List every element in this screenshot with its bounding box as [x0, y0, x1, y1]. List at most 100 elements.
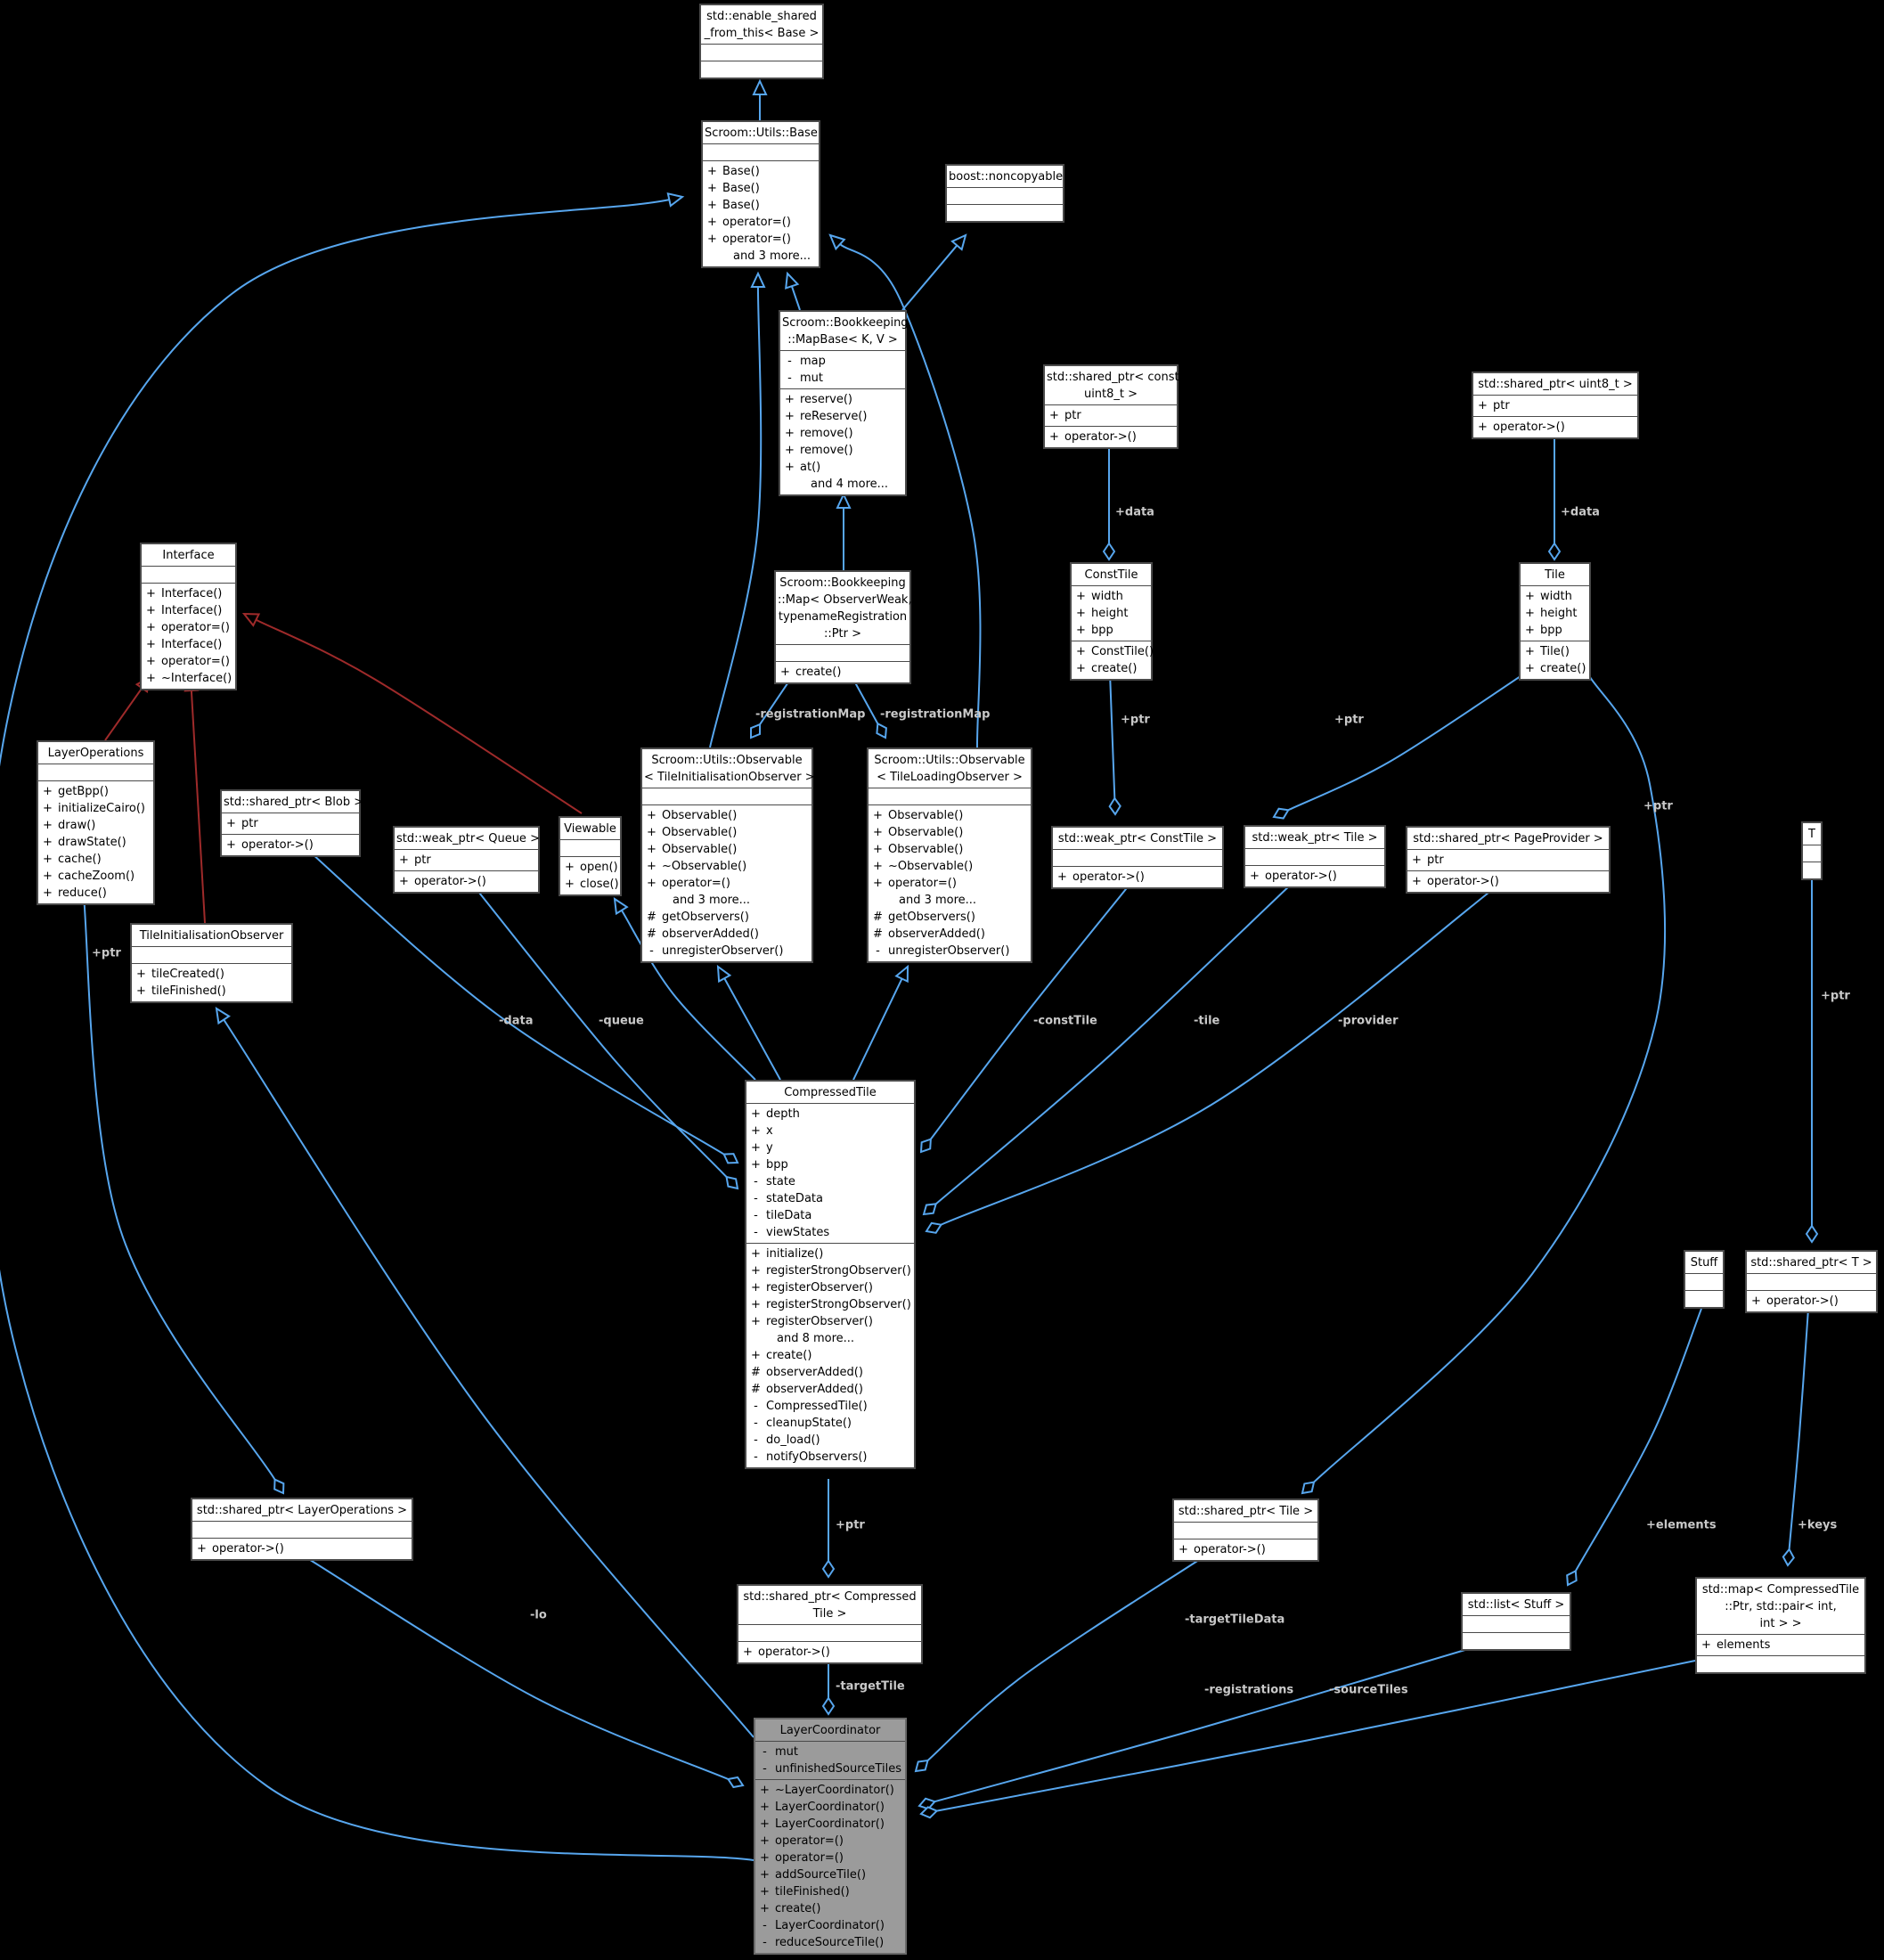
member-name: ptr — [1064, 409, 1081, 422]
class-node-shared-ptr-layeroperations[interactable]: std::shared_ptr< LayerOperations >+opera… — [191, 1498, 413, 1561]
class-node-boost-noncopyable[interactable]: boost::noncopyable — [945, 164, 1064, 223]
method-row: +Observable() — [869, 841, 1031, 858]
class-node-scroom-utils-base[interactable]: Scroom::Utils::Base+Base()+Base()+Base()… — [701, 120, 820, 268]
class-node-shared-ptr-uint8[interactable]: std::shared_ptr< uint8_t >+ptr+operator-… — [1472, 372, 1639, 439]
member-name: getBpp() — [58, 785, 109, 798]
member-name: tileFinished() — [151, 984, 226, 998]
aggregation-diamond-icon — [922, 1203, 938, 1216]
edge-observable-load-to-base — [839, 243, 982, 748]
class-node-interface[interactable]: Interface+Interface()+Interface()+operat… — [140, 543, 237, 690]
member-name: Interface() — [161, 604, 223, 617]
class-node-t-param[interactable]: T — [1801, 821, 1823, 880]
class-node-weak-ptr-tile[interactable]: std::weak_ptr< Tile >+operator->() — [1244, 825, 1386, 888]
class-node-weak-ptr-queue[interactable]: std::weak_ptr< Queue >+ptr+operator->() — [393, 826, 540, 894]
class-node-shared-ptr-pageprovider[interactable]: std::shared_ptr< PageProvider >+ptr+oper… — [1406, 826, 1611, 894]
class-title-line: std::shared_ptr< const — [1047, 371, 1179, 384]
class-node-shared-ptr-t[interactable]: std::shared_ptr< T >+operator->() — [1745, 1250, 1878, 1313]
edge-label-layeroperations-to-sharedptr: +ptr — [92, 946, 121, 960]
member-name: LayerCoordinator() — [775, 1817, 885, 1831]
attribute-row: -viewStates — [746, 1224, 914, 1241]
edge-queue-to-compressedtile — [471, 883, 728, 1178]
attribute-row: +x — [746, 1123, 914, 1139]
method-row: +operator=() — [642, 875, 812, 892]
member-name: operator=() — [722, 216, 791, 229]
class-node-map-compressedtile-pair[interactable]: std::map< CompressedTile::Ptr, std::pair… — [1695, 1577, 1866, 1674]
class-node-shared-ptr-tile[interactable]: std::shared_ptr< Tile >+operator->() — [1172, 1499, 1319, 1562]
edge-mapbase-to-noncopyable — [901, 244, 958, 311]
attribute-row: +ptr — [1045, 407, 1177, 424]
class-node-layercoordinator[interactable]: LayerCoordinator-mut-unfinishedSourceTil… — [754, 1718, 907, 1955]
class-title-line: ::Ptr > — [823, 627, 862, 641]
class-title-shared-ptr-pageprovider: std::shared_ptr< PageProvider > — [1407, 828, 1609, 850]
class-node-bookkeeping-map-observerweak[interactable]: Scroom::Bookkeeping::Map< ObserverWeak,t… — [774, 570, 912, 684]
visibility-prefix: + — [751, 1315, 761, 1328]
class-node-observable-tileinitialisationobserver[interactable]: Scroom::Utils::Observable< TileInitialis… — [640, 747, 815, 963]
visibility-prefix: + — [707, 233, 717, 246]
visibility-prefix: + — [43, 870, 53, 883]
methods-section: +operator->() — [1045, 427, 1177, 447]
method-row: +registerStrongObserver() — [746, 1296, 914, 1313]
attribute-row: -map — [780, 353, 905, 370]
visibility-prefix: - — [787, 372, 792, 385]
edge-label-consttile-to-weakptr: +ptr — [1121, 713, 1150, 727]
visibility-prefix: + — [43, 785, 53, 798]
member-name: operator=() — [662, 877, 730, 890]
member-name: Base() — [722, 165, 760, 178]
class-node-compressedtile[interactable]: CompressedTile+depth+x+y+bpp-state-state… — [745, 1080, 916, 1469]
class-title-line: Interface — [162, 549, 215, 562]
class-node-consttile[interactable]: ConstTile+width+height+bpp+ConstTile()+c… — [1070, 562, 1154, 681]
methods-section: +operator->() — [738, 1642, 921, 1662]
member-name: bpp — [1540, 624, 1562, 637]
visibility-prefix: + — [785, 393, 795, 406]
attributes-section — [1245, 849, 1384, 866]
member-name: remove() — [800, 444, 853, 457]
member-name: reReserve() — [800, 410, 868, 423]
method-row: +draw() — [38, 817, 153, 834]
class-title-line: Scroom::Utils::Base — [705, 127, 818, 140]
class-node-bookkeeping-mapbase[interactable]: Scroom::Bookkeeping::MapBase< K, V >-map… — [779, 310, 909, 496]
method-row: +Observable() — [642, 824, 812, 841]
method-row: +cache() — [38, 851, 153, 868]
class-node-stuff[interactable]: Stuff — [1684, 1250, 1725, 1309]
method-row: +operator->() — [1245, 868, 1384, 885]
method-row: and 4 more... — [811, 478, 889, 491]
methods-section — [701, 61, 822, 78]
methods-section: +operator->() — [1407, 871, 1609, 892]
class-title-map-compressedtile-pair: std::map< CompressedTile::Ptr, std::pair… — [1697, 1579, 1864, 1635]
class-node-weak-ptr-consttile[interactable]: std::weak_ptr< ConstTile >+operator->() — [1051, 826, 1224, 889]
edge-viewable-to-interface — [255, 618, 583, 814]
class-node-enable-shared-from-this[interactable]: std::enable_shared_from_this< Base > — [699, 4, 824, 79]
member-name: operator->() — [758, 1646, 830, 1659]
class-node-tile[interactable]: Tile+width+height+bpp+Tile()+create() — [1519, 562, 1591, 681]
visibility-prefix: + — [1525, 662, 1535, 675]
visibility-prefix: - — [754, 1192, 758, 1205]
class-node-layeroperations[interactable]: LayerOperations+getBpp()+initializeCairo… — [37, 740, 155, 905]
class-title-line: std::shared_ptr< LayerOperations > — [196, 1504, 408, 1517]
visibility-prefix: + — [1076, 590, 1086, 603]
attributes-section: -mut-unfinishedSourceTiles — [755, 1742, 905, 1780]
member-name: operator=() — [161, 655, 230, 668]
class-node-tileinitialisationobserver[interactable]: TileInitialisationObserver+tileCreated()… — [130, 923, 293, 1003]
edge-consttile-to-weakptr — [1109, 672, 1116, 799]
method-row: +~Observable() — [642, 858, 812, 875]
aggregation-diamond-icon — [821, 1696, 836, 1716]
class-node-list-stuff[interactable]: std::list< Stuff > — [1461, 1592, 1571, 1651]
visibility-prefix: + — [760, 1801, 770, 1814]
class-node-viewable[interactable]: Viewable+open()+close() — [559, 816, 622, 896]
visibility-prefix: + — [1076, 607, 1086, 620]
member-name: Tile() — [1540, 645, 1570, 658]
visibility-prefix: + — [136, 968, 146, 981]
inheritance-arrow-icon — [716, 964, 732, 984]
method-row: and 3 more... — [899, 894, 977, 907]
class-title-scroom-utils-base: Scroom::Utils::Base — [703, 122, 819, 144]
attributes-section — [642, 788, 812, 805]
class-node-shared-ptr-blob[interactable]: std::shared_ptr< Blob >+ptr+operator->() — [220, 789, 363, 857]
member-name: Interface() — [161, 638, 223, 651]
class-node-observable-tileloadingobserver[interactable]: Scroom::Utils::Observable< TileLoadingOb… — [867, 747, 1032, 963]
edge-sharedptr-tile-to-layercoordinator — [926, 1556, 1205, 1761]
class-title-weak-ptr-consttile: std::weak_ptr< ConstTile > — [1053, 828, 1222, 850]
aggregation-diamond-icon — [273, 1478, 285, 1495]
member-name: operator->() — [1766, 1294, 1839, 1308]
